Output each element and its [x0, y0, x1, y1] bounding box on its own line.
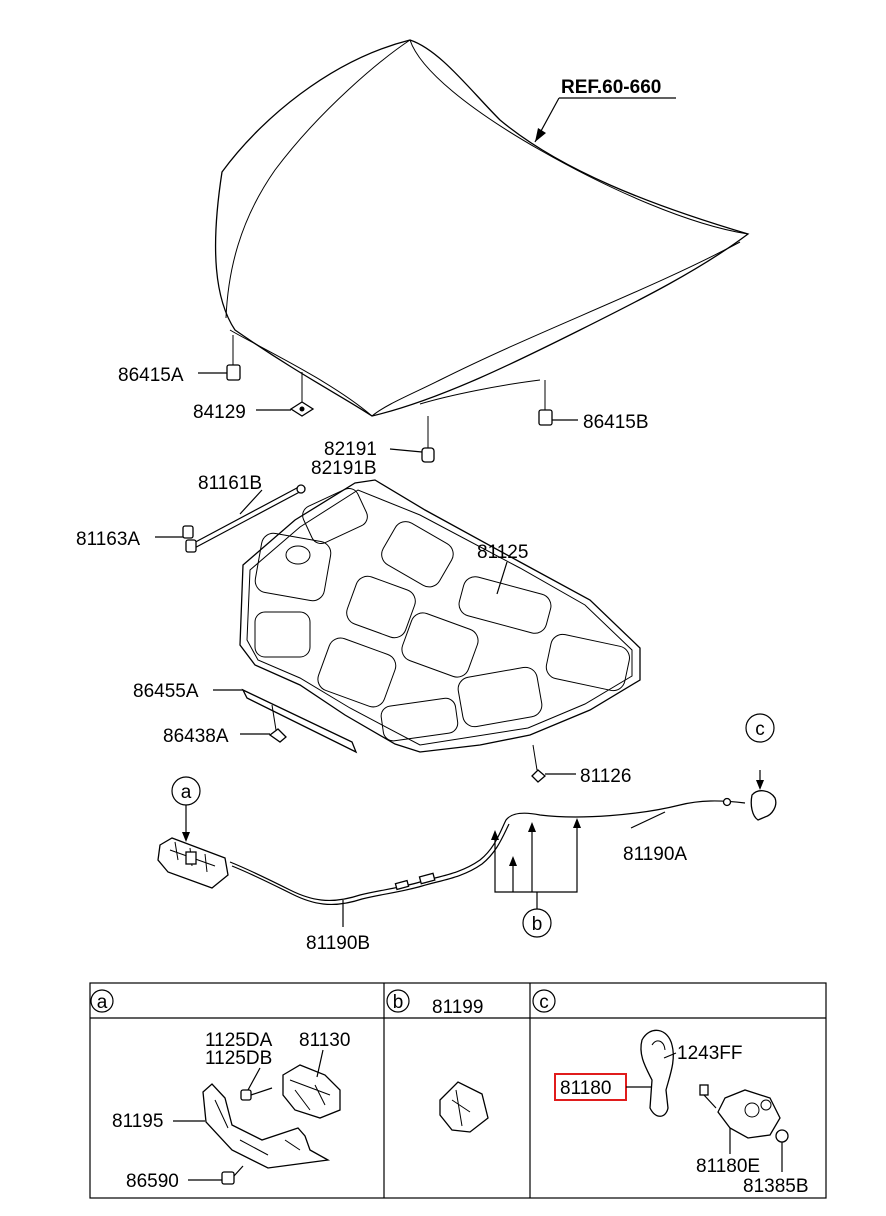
label-86415B: 86415B — [583, 412, 649, 433]
label-81180: 81180 — [560, 1078, 611, 1099]
table-letter-a: a — [97, 992, 108, 1013]
callout-c: c — [745, 713, 775, 743]
label-81125: 81125 — [477, 542, 528, 563]
label-81195: 81195 — [112, 1111, 163, 1132]
section-a-parts: 1125DA 81130 1125DB 81195 86590 — [112, 1030, 350, 1192]
table-letter-b: b — [393, 992, 404, 1013]
hood-latch — [157, 837, 229, 889]
insulator-84129: 84129 — [193, 372, 315, 423]
callout-a-letter: a — [181, 782, 192, 803]
hood-stay-rod: 81161B — [193, 473, 306, 548]
label-1243FF: 1243FF — [677, 1043, 742, 1064]
label-81163A: 81163A — [76, 529, 140, 550]
table-letter-c: c — [539, 992, 549, 1013]
bumper-82191: 82191 82191B — [311, 416, 435, 479]
label-1125DA: 1125DA — [205, 1030, 273, 1051]
rod-grommet-81163A: 81163A — [76, 525, 197, 553]
table-header-a: a — [90, 989, 114, 1013]
callout-c-letter: c — [755, 719, 765, 740]
table-header-b: b 81199 — [386, 989, 483, 1018]
callout-a: a — [171, 776, 201, 842]
bumper-86415A: 86415A — [118, 335, 241, 386]
label-82191B: 82191B — [311, 458, 377, 479]
clip-86438A: 86438A — [163, 704, 287, 747]
hood-insulator-pad: 81125 — [239, 479, 641, 753]
seal-strip-86455A: 86455A — [133, 681, 358, 754]
label-86438A: 86438A — [163, 726, 229, 747]
release-handle — [750, 770, 777, 821]
bumper-86415B: 86415B — [538, 380, 649, 433]
label-1125DB: 1125DB — [205, 1048, 272, 1069]
section-b-clip — [439, 1081, 489, 1133]
label-82191: 82191 — [324, 439, 377, 460]
table-header-c: c — [532, 989, 556, 1013]
label-86590: 86590 — [126, 1171, 179, 1192]
label-86415A: 86415A — [118, 365, 184, 386]
table-title-b: 81199 — [432, 997, 483, 1018]
clip-81126: 81126 — [531, 744, 631, 787]
ref-label: REF.60-660 — [534, 77, 676, 143]
label-81130: 81130 — [299, 1030, 350, 1051]
release-cable: 81190A 81190B — [229, 797, 746, 954]
callout-b: b — [491, 818, 581, 938]
label-81161B: 81161B — [198, 473, 262, 494]
callout-b-letter: b — [532, 914, 543, 935]
reference-text: REF.60-660 — [561, 77, 661, 98]
label-81190B: 81190B — [306, 933, 370, 954]
parts-table — [89, 982, 827, 1199]
label-86455A: 86455A — [133, 681, 199, 702]
hood-panel — [214, 39, 750, 417]
label-81190A: 81190A — [623, 844, 687, 865]
section-c-parts: 1243FF 81180 81180E 81385B — [554, 1029, 809, 1197]
label-81180E: 81180E — [696, 1156, 760, 1177]
label-84129: 84129 — [193, 402, 246, 423]
label-81385B: 81385B — [743, 1176, 809, 1197]
label-81126: 81126 — [580, 766, 631, 787]
